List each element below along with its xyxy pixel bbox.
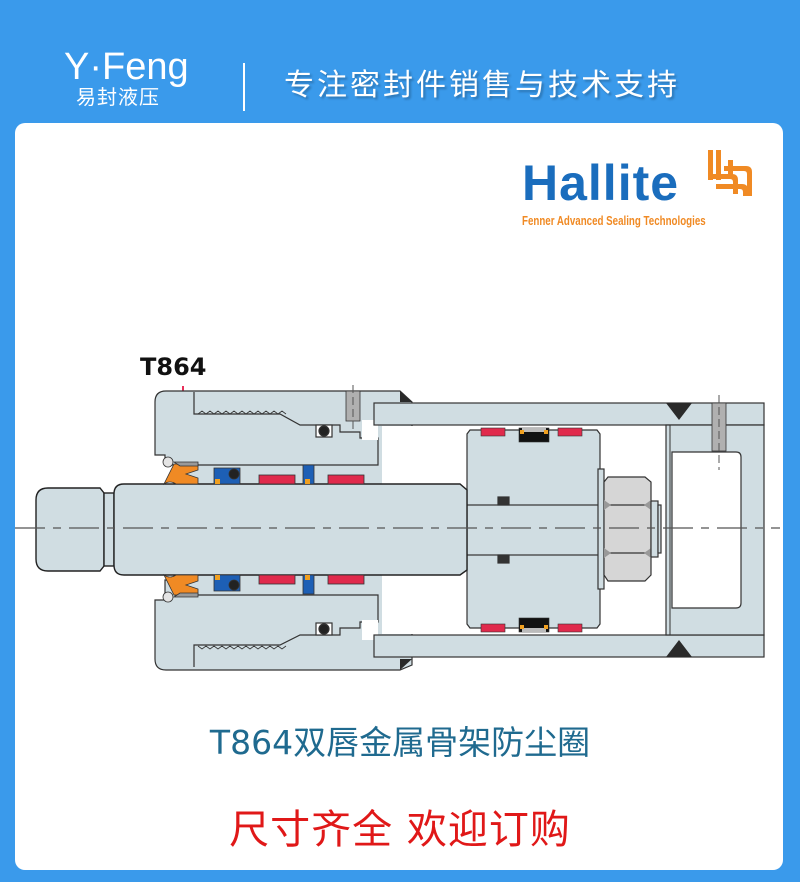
header-banner: Y·Feng 易封液压 专注密封件销售与技术支持	[0, 0, 800, 123]
promo-text: 尺寸齐全 欢迎订购	[229, 807, 571, 853]
weld-mark	[666, 403, 692, 420]
brand-name-cn: 易封液压	[76, 85, 160, 109]
piston-rod	[35, 483, 468, 576]
hallite-emblem-icon	[708, 150, 752, 196]
hallite-logo: Hallite Fenner Advanced Sealing Technolo…	[520, 150, 760, 230]
piston-nut	[603, 476, 662, 582]
piston	[466, 427, 606, 633]
header-slogan: 专注密封件销售与技术支持	[284, 68, 680, 103]
cylinder-cross-section-diagram: T864	[15, 353, 780, 671]
wiper-seal-t864	[162, 463, 199, 486]
seal-stack-top	[162, 456, 365, 486]
callout-label: T864	[140, 353, 206, 381]
hallite-tagline: Fenner Advanced Sealing Technologies	[522, 214, 706, 228]
seal-stack-bottom	[162, 573, 365, 603]
product-caption: T864双唇金属骨架防尘圈	[209, 723, 591, 762]
brand-name-en: Y·Feng	[64, 46, 189, 88]
weld-mark	[400, 391, 412, 402]
hallite-wordmark: Hallite	[522, 155, 680, 211]
header-divider	[243, 63, 245, 111]
weld-mark	[400, 659, 412, 670]
brand-logo: Y·Feng 易封液压	[64, 48, 189, 108]
weld-mark	[666, 640, 692, 657]
